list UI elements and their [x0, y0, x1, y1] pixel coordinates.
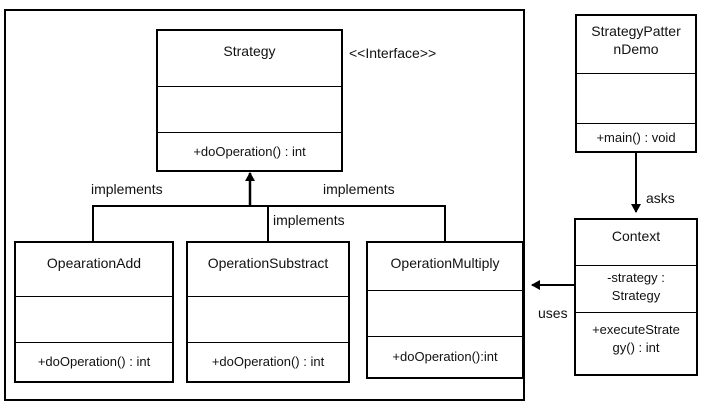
class-name: StrategyPatter nDemo: [577, 16, 695, 74]
operations-section: +doOperation() : int: [37, 354, 151, 369]
asks-label: asks: [646, 190, 675, 206]
operation-line-2: gy() : int: [612, 340, 660, 355]
operation-line-1: +executeStrate: [592, 322, 680, 337]
class-name: Context: [576, 220, 696, 266]
strategy-pattern-demo-class: StrategyPatter nDemo +main() : void: [575, 14, 697, 153]
operation-add-class: OpearationAdd +doOperation() : int: [14, 241, 174, 383]
attributes-section: [577, 74, 695, 124]
operation-substract-class: OperationSubstract +doOperation() : int: [186, 241, 350, 383]
class-name-line-2: nDemo: [613, 41, 659, 57]
class-name: Strategy: [158, 31, 341, 87]
interface-stereotype-label: <<Interface>>: [349, 45, 437, 61]
operations-section: +doOperation() : int: [193, 143, 306, 159]
operations-section: +executeStrate gy() : int: [576, 313, 696, 374]
attributes-section: [188, 297, 348, 343]
implements-label-left: implements: [91, 181, 163, 197]
uses-label: uses: [538, 305, 568, 321]
implements-label-middle: implements: [273, 212, 345, 228]
class-name: OperationSubstract: [188, 243, 348, 297]
strategy-class: Strategy +doOperation() : int: [156, 29, 343, 172]
implements-label-right: implements: [323, 181, 395, 197]
attribute-line-1: -strategy :: [607, 270, 665, 285]
class-name: OperationMultiply: [368, 243, 522, 291]
attributes-section: [368, 291, 522, 337]
operations-section: +main() : void: [596, 129, 676, 145]
class-name: OpearationAdd: [16, 243, 172, 297]
attributes-section: [16, 297, 172, 343]
operations-section: +doOperation():int: [392, 349, 498, 364]
class-name-line-1: StrategyPatter: [591, 23, 681, 39]
attribute-line-2: Strategy: [611, 288, 661, 303]
diagram-frame: [4, 9, 525, 401]
attributes-section: [158, 87, 341, 133]
operation-multiply-class: OperationMultiply +doOperation():int: [366, 241, 524, 379]
context-class: Context -strategy : Strategy +executeStr…: [574, 218, 698, 376]
attributes-section: -strategy : Strategy: [576, 266, 696, 313]
operations-section: +doOperation() : int: [211, 354, 325, 369]
